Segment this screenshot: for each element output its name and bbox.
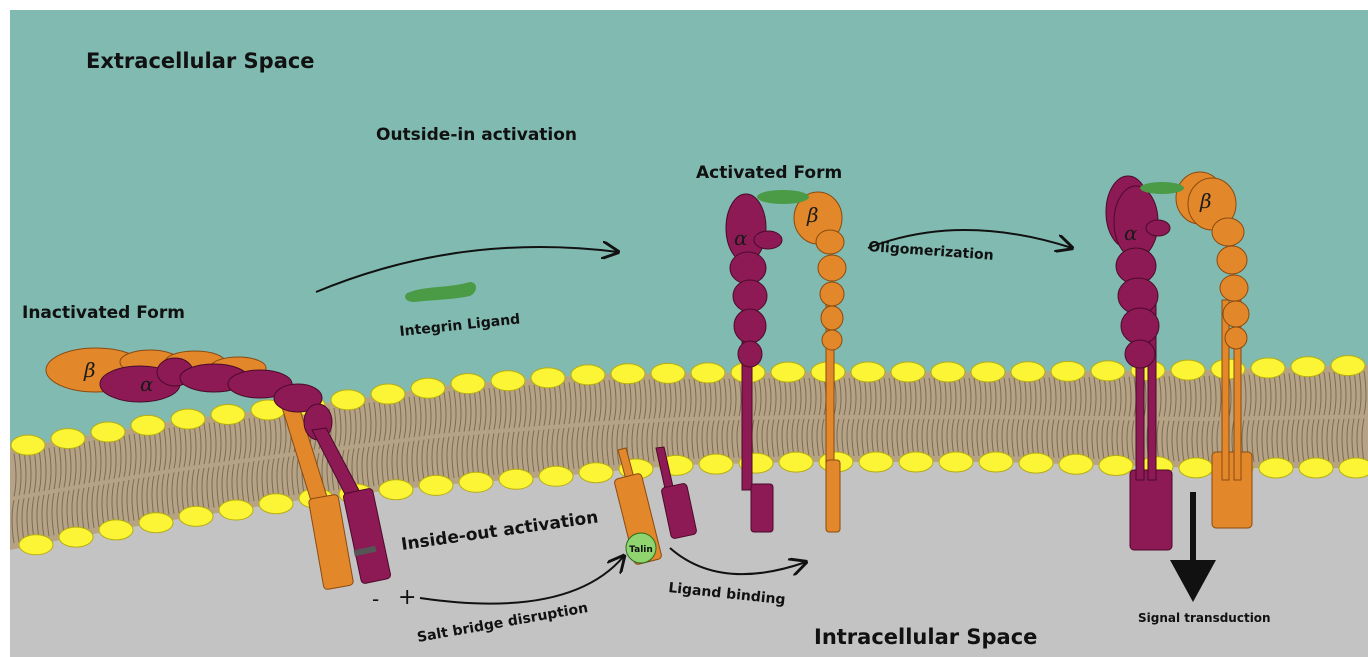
lipid-head	[11, 435, 45, 455]
active-beta-domain	[818, 255, 846, 281]
lipid-head	[131, 415, 165, 435]
lipid-head	[891, 362, 925, 382]
lipid-head	[539, 466, 573, 486]
lipid-head	[91, 422, 125, 442]
active-alpha-tail	[751, 484, 773, 532]
lipid-head	[459, 472, 493, 492]
oligo-bound-ligand	[1140, 182, 1184, 194]
lipid-head	[1291, 357, 1325, 377]
lipid-head	[51, 429, 85, 449]
active-beta-domain	[820, 282, 844, 306]
oligo-beta-domain	[1212, 218, 1244, 246]
inactivated-form-label: Inactivated Form	[22, 303, 185, 323]
lipid-head	[979, 452, 1013, 472]
lipid-head	[371, 384, 405, 404]
lipid-head	[1051, 361, 1085, 381]
lipid-head	[1251, 358, 1285, 378]
lipid-head	[1331, 356, 1365, 376]
lipid-head	[171, 409, 205, 429]
lipid-head	[859, 452, 893, 472]
active-beta-tail	[826, 460, 840, 532]
active-beta-domain	[822, 330, 842, 350]
lipid-head	[499, 469, 533, 489]
lipid-head	[899, 452, 933, 472]
lipid-head	[1339, 458, 1368, 478]
lipid-head	[1091, 361, 1125, 381]
lipid-head	[331, 390, 365, 410]
bound-ligand	[757, 190, 809, 204]
lipid-head	[939, 452, 973, 472]
extracellular-space-label: Extracellular Space	[86, 49, 315, 73]
oligo-alpha-domain	[1125, 340, 1155, 368]
lipid-head	[139, 513, 173, 533]
lipid-head	[1019, 453, 1053, 473]
intracellular-space-label: Intracellular Space	[814, 625, 1037, 649]
lipid-head	[579, 463, 613, 483]
oligo-beta-label: β	[1199, 189, 1212, 213]
plus-charge: +	[398, 585, 416, 610]
lipid-head	[1299, 458, 1333, 478]
active-alpha-label: α	[734, 226, 748, 250]
lipid-head	[1259, 458, 1293, 478]
active-alpha-domain	[734, 309, 766, 343]
lipid-head	[691, 363, 725, 383]
inactive-beta-label: β	[83, 358, 96, 382]
lipid-head	[1171, 360, 1205, 380]
active-alpha-domain	[730, 252, 766, 284]
oligo-beta-domain	[1217, 246, 1247, 274]
minus-charge: -	[372, 587, 379, 611]
oligo-beta-tail	[1212, 452, 1252, 528]
lipid-head	[851, 362, 885, 382]
active-alpha-domain	[733, 280, 767, 312]
lipid-head	[699, 454, 733, 474]
active-alpha-domain	[738, 341, 762, 367]
active-beta-domain	[821, 306, 843, 330]
lipid-head	[411, 378, 445, 398]
lipid-head	[931, 362, 965, 382]
active-beta-domain	[816, 230, 844, 254]
lipid-head	[379, 480, 413, 500]
oligo-beta-domain	[1223, 301, 1249, 327]
oligo-beta-domain	[1220, 275, 1248, 301]
oligo-beta-domain	[1225, 327, 1247, 349]
oligo-beta-stalk	[1222, 300, 1229, 480]
lipid-head	[19, 535, 53, 555]
lipid-head	[491, 371, 525, 391]
lipid-head	[531, 368, 565, 388]
lipid-head	[179, 506, 213, 526]
lipid-head	[779, 452, 813, 472]
signal-transduction-label: Signal transduction	[1138, 611, 1271, 625]
lipid-head	[771, 362, 805, 382]
oligo-alpha-tail	[1130, 470, 1172, 550]
active-beta-label: β	[806, 203, 819, 227]
lipid-head	[971, 362, 1005, 382]
inactive-alpha-label: α	[140, 372, 154, 396]
activated-form-label: Activated Form	[696, 163, 842, 183]
lipid-head	[571, 365, 605, 385]
oligo-alpha-domain	[1146, 220, 1170, 236]
lipid-head	[651, 363, 685, 383]
outside-in-activation-label: Outside-in activation	[376, 125, 577, 145]
lipid-head	[259, 494, 293, 514]
signal-transduction-arrow-shaft	[1190, 492, 1196, 564]
lipid-head	[451, 374, 485, 394]
oligo-alpha-domain	[1121, 308, 1159, 344]
lipid-head	[1179, 458, 1213, 478]
lipid-head	[1059, 454, 1093, 474]
lipid-head	[1099, 455, 1133, 475]
oligo-alpha-label: α	[1124, 221, 1138, 245]
lipid-head	[1011, 362, 1045, 382]
lipid-head	[419, 475, 453, 495]
active-alpha-domain	[754, 231, 782, 249]
lipid-head	[611, 364, 645, 384]
talin-label: Talin	[629, 545, 653, 555]
lipid-head	[59, 527, 93, 547]
lipid-head	[99, 520, 133, 540]
lipid-head	[219, 500, 253, 520]
lipid-head	[211, 405, 245, 425]
